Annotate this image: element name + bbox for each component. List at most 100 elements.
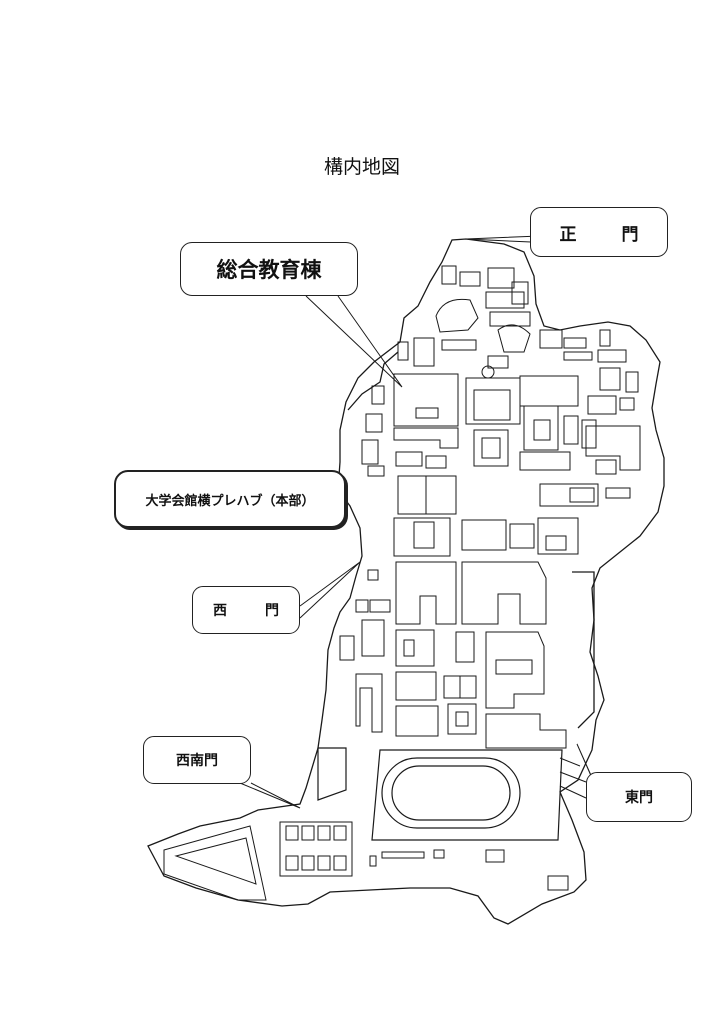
north-arc-bldg [497, 324, 531, 353]
north-bldg-2 [485, 291, 525, 309]
west-bldg-1 [371, 385, 385, 405]
north-bldg-9 [397, 341, 409, 361]
north-bldg-5 [441, 265, 457, 285]
east-gate-road [559, 757, 587, 799]
central-buildings [361, 373, 641, 515]
north-bldg-8 [413, 337, 435, 367]
south-bldg-5 [545, 535, 567, 551]
south-bldg-14 [395, 705, 439, 737]
lab-unit-4 [333, 825, 347, 841]
east-bldg-10 [569, 487, 595, 503]
south-small-3 [547, 875, 569, 891]
west-small-5 [367, 569, 379, 581]
west-gate-label: 西 門 [192, 586, 300, 634]
west-bldg-2 [365, 413, 383, 433]
south-bldg-7 [461, 561, 547, 625]
north-bldg-11 [563, 337, 587, 349]
south-strip [381, 851, 425, 859]
north-bldg-18 [619, 397, 635, 411]
northern-buildings [397, 265, 639, 415]
south-small-4 [369, 855, 377, 867]
east-bldg-4 [563, 415, 579, 445]
prefab-headquarters-label: 大学会館横プレハブ（本部） [114, 470, 346, 528]
north-bldg-7 [441, 339, 477, 351]
main-gate-label: 正 門 [530, 207, 668, 257]
south-bldg-15 [447, 703, 477, 735]
lab-unit-8 [333, 855, 347, 871]
running-track [381, 757, 521, 829]
north-bldg-17 [587, 395, 617, 415]
east-bldg-6 [585, 425, 641, 471]
lab-unit-5 [285, 855, 299, 871]
north-bldg-6 [489, 311, 531, 327]
central-hall [473, 429, 509, 467]
campus-boundary [147, 238, 665, 925]
lab-unit-6 [301, 855, 315, 871]
south-bldg-1-inner [413, 521, 435, 549]
lab-unit-3 [317, 825, 331, 841]
campus-inner-boundary [347, 351, 399, 411]
general-education-building-label: 総合教育棟 [180, 242, 358, 296]
south-bldg-11 [495, 659, 533, 675]
track-infield [391, 765, 511, 821]
general-ed-leader [305, 295, 403, 388]
west-small-4 [339, 635, 355, 661]
east-bldg-3 [533, 419, 551, 441]
southwest-area [163, 757, 587, 901]
athletic-field [317, 747, 563, 841]
prefab-hq [367, 465, 385, 477]
lab-block [279, 821, 353, 877]
central-bldg-1 [395, 451, 423, 467]
south-bldg-8-inner [403, 639, 415, 657]
north-bldg-12 [563, 351, 593, 361]
map-title: 構内地図 [323, 156, 400, 178]
general-ed-annex [415, 407, 439, 419]
lab-unit-7 [317, 855, 331, 871]
southwest-gate-label: 西南門 [143, 736, 251, 784]
east-edge-road [572, 571, 595, 729]
north-bldg-15 [599, 367, 621, 391]
east-bldg-11 [605, 487, 631, 499]
lab-unit-2 [301, 825, 315, 841]
east-bldg-1 [519, 375, 579, 407]
north-bldg-16 [625, 371, 639, 393]
north-bldg-10 [539, 329, 563, 349]
east-bldg-5 [581, 419, 597, 449]
east-bldg-9 [539, 483, 599, 507]
central-courtyard [473, 389, 511, 421]
north-bldg-4 [459, 271, 481, 287]
south-bldg-3 [509, 523, 535, 549]
north-bldg-19 [487, 355, 509, 369]
west-small-1 [355, 599, 369, 613]
field-west-stand [317, 747, 347, 801]
south-small-2 [485, 849, 505, 863]
east-bldg-7 [595, 459, 617, 475]
west-small-2 [369, 599, 391, 613]
southwest-inner [174, 837, 257, 885]
east-bldg-2 [523, 405, 559, 451]
central-l-bldg [393, 427, 459, 449]
west-gate-leader [299, 561, 361, 619]
lab-unit-1 [285, 825, 299, 841]
south-bldg-10 [485, 631, 545, 709]
south-bldg-4 [537, 517, 579, 555]
southern-buildings [339, 517, 579, 749]
east-gate-label: 東門 [586, 772, 692, 822]
west-small-3 [361, 619, 385, 657]
south-bldg-9 [455, 631, 475, 663]
field-boundary [371, 749, 563, 841]
north-bldg-13 [599, 329, 611, 347]
north-bldg-3 [511, 281, 529, 305]
north-curve-bldg [435, 298, 479, 333]
north-bldg-1 [487, 267, 515, 289]
south-bldg-8 [395, 629, 435, 667]
campus-outline [147, 238, 665, 925]
north-bldg-14 [597, 349, 627, 363]
west-bldg-3 [361, 439, 379, 465]
southwest-gate-leader [239, 782, 301, 809]
east-bldg-8 [519, 451, 571, 471]
south-bldg-6 [395, 561, 457, 625]
south-bldg-1 [393, 517, 451, 557]
south-bldg-2 [461, 519, 507, 551]
